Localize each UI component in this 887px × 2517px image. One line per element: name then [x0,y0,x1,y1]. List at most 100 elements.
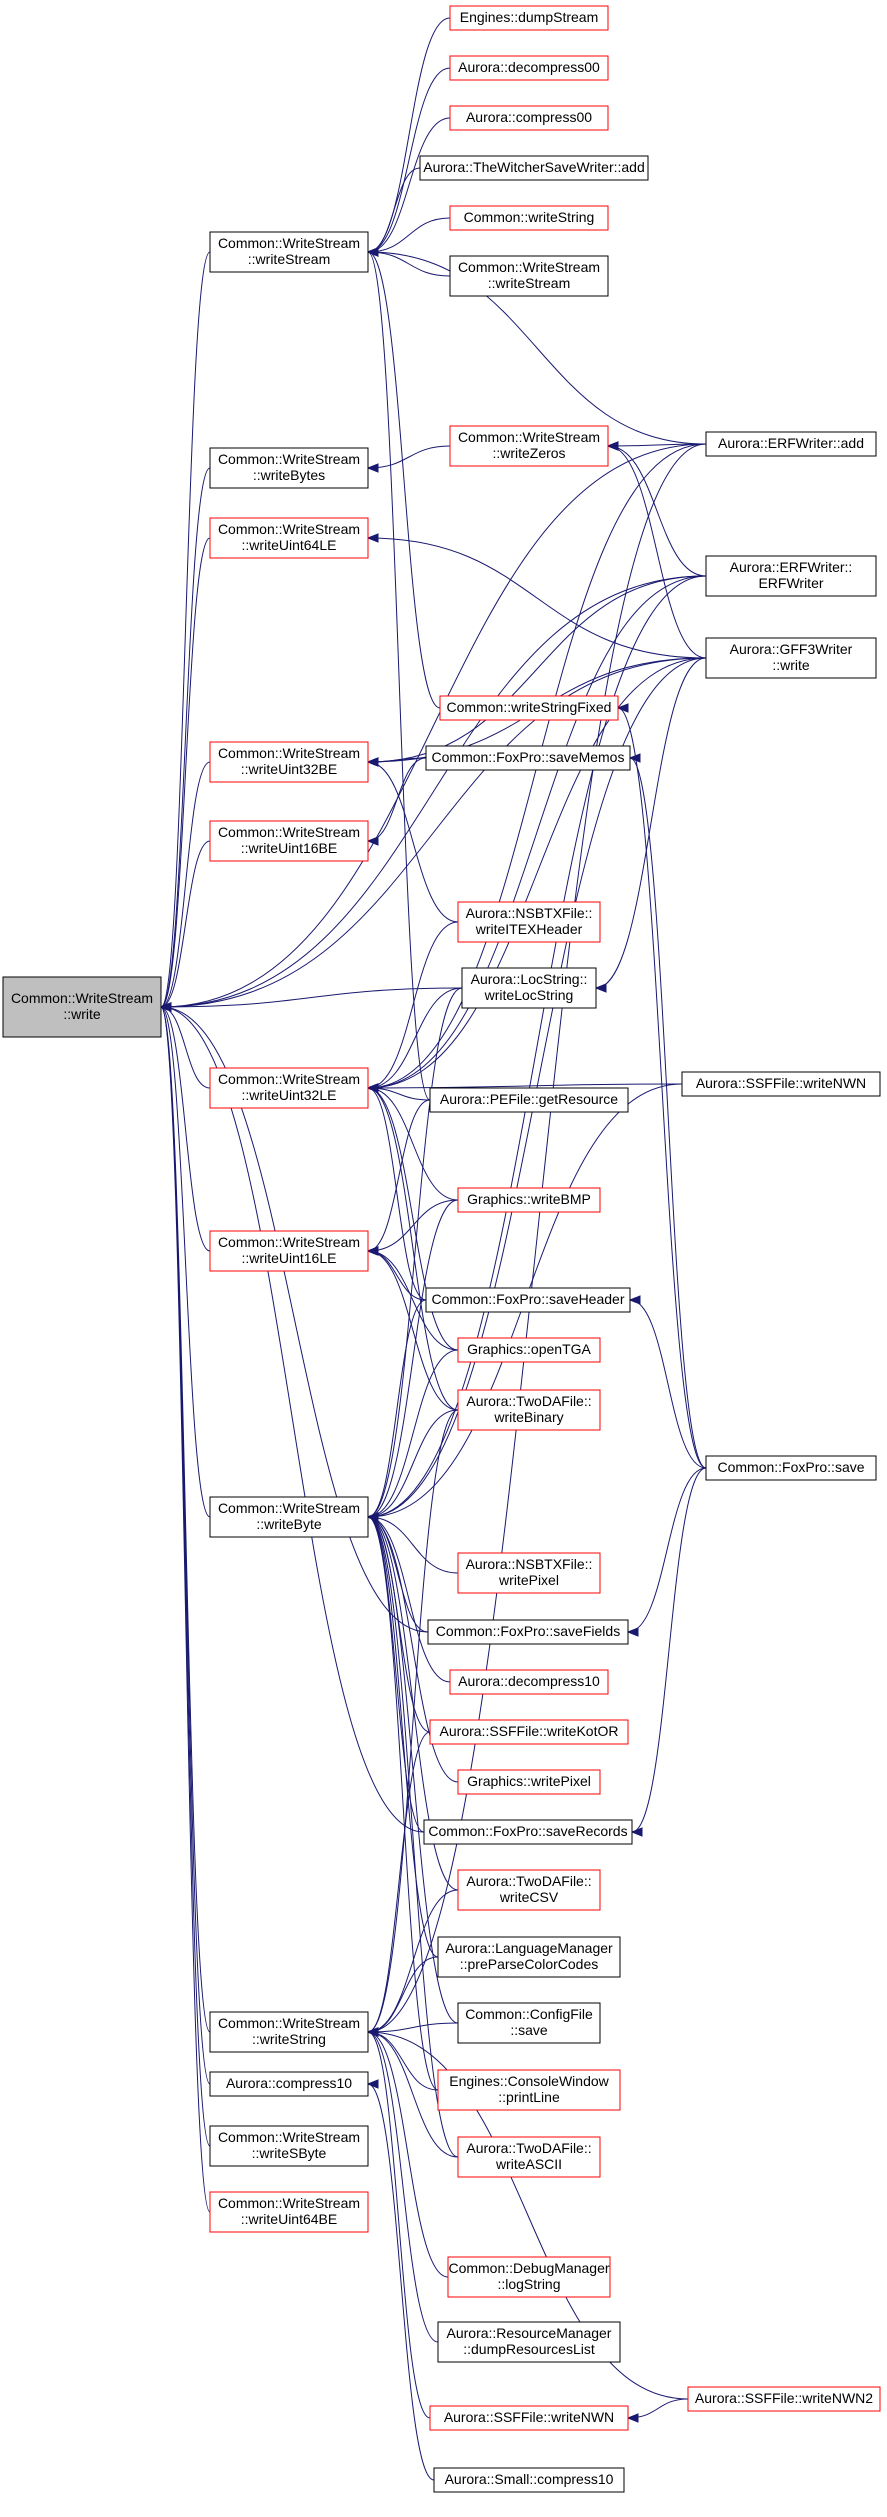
node-writeStream2[interactable]: Common::WriteStream::writeStream [449,255,609,297]
node-writeStringFixed[interactable]: Common::writeStringFixed [439,695,619,721]
node-peGetResource[interactable]: Aurora::PEFile::getResource [429,1087,629,1113]
node-twodaWriteBinary[interactable]: Aurora::TwoDAFile::writeBinary [457,1389,601,1431]
node-consolePrintLine[interactable]: Engines::ConsoleWindow::printLine [437,2069,621,2111]
node-ssfWriteNWN2[interactable]: Aurora::SSFFile::writeNWN2 [687,2386,881,2412]
node-gWritePixel[interactable]: Graphics::writePixel [457,1769,601,1795]
node-box-saveRecords [423,1819,633,1845]
edge-writeStream-to-root [160,251,211,1008]
node-erfWriter[interactable]: Aurora::ERFWriter::ERFWriter [705,555,877,597]
node-smallCompress10[interactable]: Aurora::Small::compress10 [433,2467,625,2493]
node-witcherAdd[interactable]: Aurora::TheWitcherSaveWriter::add [419,155,649,181]
node-compress10[interactable]: Aurora::compress10 [209,2071,369,2097]
node-label-writeZeros-0: Common::WriteStream [458,429,600,445]
node-root[interactable]: Common::WriteStream::write [2,976,162,1038]
edge-saveHeader-to-writeUint32LE [367,1087,427,1301]
node-writeUint32LE[interactable]: Common::WriteStream::writeUint32LE [209,1067,369,1109]
node-label-gff3Write-1: ::write [772,657,810,673]
edge-peGetResource-to-writeStream [367,251,431,1101]
edge-gff3Write-to-writeZeros [607,445,707,659]
node-box-cWriteString [449,205,609,231]
node-writeStream[interactable]: Common::WriteStream::writeStream [209,231,369,273]
node-nsbtxWriteITEX[interactable]: Aurora::NSBTXFile::writeITEXHeader [457,901,601,943]
node-writeUint64BE[interactable]: Common::WriteStream::writeUint64BE [209,2191,369,2233]
node-configSave[interactable]: Common::ConfigFile::save [457,2002,601,2044]
node-box-ssfWriteNWN [429,2405,629,2431]
edge-openTGA-to-writeUint16LE [367,1250,459,1351]
node-saveMemos[interactable]: Common::FoxPro::saveMemos [425,745,631,771]
node-label-debugLogString-1: ::logString [497,2276,560,2292]
edge-writeBMP-to-writeByte [367,1199,459,1518]
edge-twodaWriteBinary-to-writeString [367,1409,459,2033]
node-label-nsbtxWriteITEX-1: writeITEXHeader [475,921,583,937]
node-box-decompress10 [449,1669,609,1695]
node-twodaWriteASCII[interactable]: Aurora::TwoDAFile::writeASCII [457,2136,601,2178]
node-label-erfWriter-0: Aurora::ERFWriter:: [730,559,853,575]
edge-writeUint64LE-to-root [160,537,211,1008]
edge-writeBMP-to-writeUint16LE [367,1199,459,1252]
node-gff3Write[interactable]: Aurora::GFF3Writer::write [705,637,877,679]
node-ssfWriteKotOR[interactable]: Aurora::SSFFile::writeKotOR [429,1719,629,1745]
node-label-writeLocString-1: writeLocString [484,987,574,1003]
edge-writeLocString-to-root [160,987,463,1008]
node-label-compress00-0: Aurora::compress00 [466,109,592,125]
node-writeSByte[interactable]: Common::WriteStream::writeSByte [209,2125,369,2167]
edge-saveFields-to-root [160,1006,429,1633]
node-erfAdd[interactable]: Aurora::ERFWriter::add [705,431,877,457]
node-label-witcherAdd-0: Aurora::TheWitcherSaveWriter::add [423,159,645,175]
node-writeUint16LE[interactable]: Common::WriteStream::writeUint16LE [209,1230,369,1272]
edge-openTGA-to-writeUint32LE [367,1087,459,1351]
node-label-ssfWriteNWNRight-0: Aurora::SSFFile::writeNWN [696,1075,866,1091]
node-label-writeUint32BE-0: Common::WriteStream [218,745,360,761]
node-box-compress00 [449,105,609,131]
node-dumpStream[interactable]: Engines::dumpStream [449,5,609,31]
edge-writeLocString-to-writeByte [367,987,463,1518]
node-label-configSave-1: ::save [510,2022,548,2038]
node-label-configSave-0: Common::ConfigFile [465,2006,593,2022]
arrowhead-foxproSave-to-writeStringFixed [616,703,629,713]
node-ssfWriteNWNRight[interactable]: Aurora::SSFFile::writeNWN [681,1071,881,1097]
node-saveRecords[interactable]: Common::FoxPro::saveRecords [423,1819,633,1845]
node-writeBMP[interactable]: Graphics::writeBMP [457,1187,601,1213]
node-writeZeros[interactable]: Common::WriteStream::writeZeros [449,425,609,467]
edge-saveRecords-to-writeByte [367,1516,425,1833]
arrowhead-smallCompress10-to-compress10 [366,2079,379,2089]
edge-cWriteString-to-writeStream [367,217,451,253]
node-compress00[interactable]: Aurora::compress00 [449,105,609,131]
node-label-erfWriter-1: ERFWriter [758,575,823,591]
node-nsbtxWritePixel[interactable]: Aurora::NSBTXFile::writePixel [457,1552,601,1594]
node-writeString[interactable]: Common::WriteStream::writeString [209,2011,369,2053]
node-ssfWriteNWN[interactable]: Aurora::SSFFile::writeNWN [429,2405,629,2431]
node-writeUint64LE[interactable]: Common::WriteStream::writeUint64LE [209,517,369,559]
node-cWriteString[interactable]: Common::writeString [449,205,609,231]
node-writeByte[interactable]: Common::WriteStream::writeByte [209,1496,369,1538]
node-label-twodaWriteBinary-0: Aurora::TwoDAFile:: [466,1393,591,1409]
node-saveHeader[interactable]: Common::FoxPro::saveHeader [425,1287,631,1313]
edge-erfWriter-to-writeByte [367,575,707,1518]
node-label-nsbtxWriteITEX-0: Aurora::NSBTXFile:: [466,905,593,921]
arrowhead-ssfWriteNWN2-to-writeString [366,2027,379,2037]
node-debugLogString[interactable]: Common::DebugManager::logString [447,2256,611,2298]
edge-twodaWriteBinary-to-writeUint16LE [367,1250,459,1411]
node-foxproSave[interactable]: Common::FoxPro::save [705,1455,877,1481]
node-dumpResourcesList[interactable]: Aurora::ResourceManager::dumpResourcesLi… [437,2321,621,2363]
node-label-debugLogString-0: Common::DebugManager [448,2260,609,2276]
edge-foxproSave-to-writeStringFixed [617,707,707,1469]
node-box-saveHeader [425,1287,631,1313]
arrowhead-gff3Write-to-writeUint32LE [366,1083,379,1093]
node-label-preParseColorCodes-1: ::preParseColorCodes [460,1956,599,1972]
node-openTGA[interactable]: Graphics::openTGA [457,1337,601,1363]
node-preParseColorCodes[interactable]: Aurora::LanguageManager::preParseColorCo… [437,1936,621,1978]
node-twodaWriteCSV[interactable]: Aurora::TwoDAFile::writeCSV [457,1869,601,1911]
node-box-witcherAdd [419,155,649,181]
node-writeUint32BE[interactable]: Common::WriteStream::writeUint32BE [209,741,369,783]
node-decompress10[interactable]: Aurora::decompress10 [449,1669,609,1695]
node-writeUint16BE[interactable]: Common::WriteStream::writeUint16BE [209,820,369,862]
node-box-compress10 [209,2071,369,2097]
node-label-writeStream2-0: Common::WriteStream [458,259,600,275]
node-writeLocString[interactable]: Aurora::LocString::writeLocString [461,967,597,1009]
node-saveFields[interactable]: Common::FoxPro::saveFields [427,1619,629,1645]
node-writeBytes[interactable]: Common::WriteStream::writeBytes [209,447,369,489]
node-box-writeUint16BE [209,820,369,862]
node-decompress00[interactable]: Aurora::decompress00 [449,55,609,81]
node-label-writeBytes-0: Common::WriteStream [218,451,360,467]
